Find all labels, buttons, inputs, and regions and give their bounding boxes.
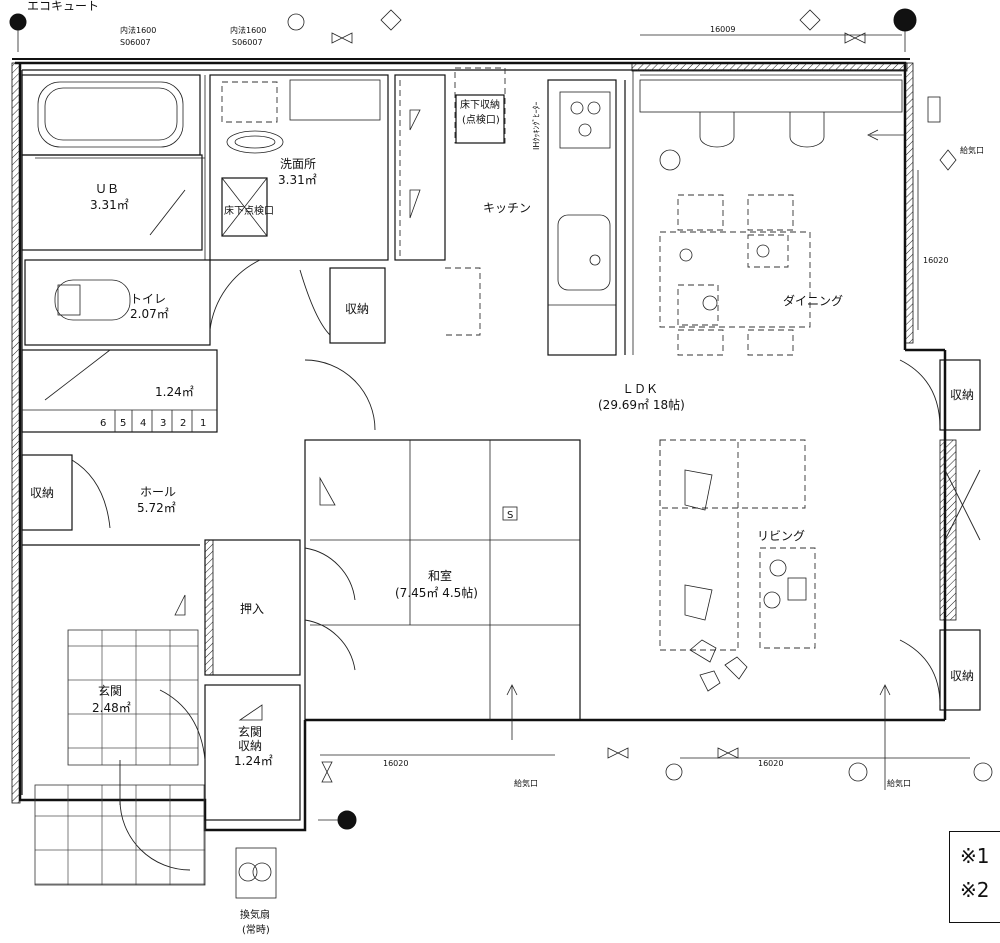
label-kankisen: 換気扇 xyxy=(240,908,270,921)
label-eco-cute: エコキュート xyxy=(27,0,99,13)
washitsu-room xyxy=(304,439,581,740)
label-yukashita-tenkenko: 床下点検口 xyxy=(224,204,274,217)
label-dim-bottom-right: 16020 xyxy=(758,759,783,768)
label-dim-top: 16009 xyxy=(710,25,735,34)
right-closets xyxy=(899,359,981,711)
label-naibo-2: 内法1600 xyxy=(230,25,266,35)
oshiire-closet xyxy=(204,539,301,676)
label-closet-upper: 収納 xyxy=(345,302,369,316)
living-furniture xyxy=(659,439,816,692)
note-2: ※2 xyxy=(960,878,990,902)
label-kyukiko-right: 給気口 xyxy=(960,145,984,155)
hall xyxy=(21,359,376,616)
label-naibo-1: 内法1600 xyxy=(120,25,156,35)
dimension-lines xyxy=(320,34,970,790)
label-senmenjo: 洗面所 xyxy=(280,157,316,171)
label-kankisen-jo: (常時) xyxy=(242,923,270,936)
label-hall-area: 5.72㎡ xyxy=(137,501,176,515)
notes-box: ※1 ※2 xyxy=(949,831,1000,923)
label-closet-right-1: 収納 xyxy=(950,388,974,402)
label-genkan-closet-2: 収納 xyxy=(238,739,262,753)
label-ldk-area: (29.69㎡ 18帖) xyxy=(598,397,685,412)
bathroom-ub xyxy=(21,74,206,260)
pantry xyxy=(394,74,446,261)
label-naibo-2-code: S06007 xyxy=(232,38,263,47)
label-oshiire: 押入 xyxy=(240,602,264,616)
outer-walls xyxy=(11,58,957,832)
stair-step-1: 1 xyxy=(200,418,206,429)
dining-table xyxy=(659,194,811,356)
label-stair-area: 1.24㎡ xyxy=(155,385,194,399)
label-washitsu: 和室 xyxy=(428,568,452,583)
label-s-mark: S xyxy=(507,510,513,521)
label-yukashita-shuno: 床下収納 xyxy=(460,98,500,111)
note-1: ※1 xyxy=(960,844,990,868)
label-hall: ホール xyxy=(140,485,176,499)
label-dim-right: 16020 xyxy=(923,256,948,265)
label-tenkenko: (点検口) xyxy=(462,113,500,126)
label-genkan-area: 2.48㎡ xyxy=(92,701,131,715)
label-washitsu-area: (7.45㎡ 4.5帖) xyxy=(395,585,478,600)
label-closet-right-2: 収納 xyxy=(950,669,974,683)
label-kyukiko-bottom-1: 給気口 xyxy=(514,778,538,788)
label-kyukiko-bottom-2: 給気口 xyxy=(887,778,911,788)
closet-upper xyxy=(299,267,386,344)
label-dining: ダイニング xyxy=(783,293,843,308)
label-ub: ＵＢ xyxy=(95,182,119,196)
stairs xyxy=(21,349,218,433)
label-genkan: 玄関 xyxy=(98,683,122,698)
stair-step-5: 5 xyxy=(120,418,126,429)
label-senmenjo-area: 3.31㎡ xyxy=(278,173,317,187)
label-closet-left: 収納 xyxy=(30,486,54,500)
label-genkan-closet-area: 1.24㎡ xyxy=(234,754,273,768)
label-dim-bottom-left: 16020 xyxy=(383,759,408,768)
label-ih-heater: IHｸｯｷﾝｸﾞﾋｰﾀｰ xyxy=(532,102,541,150)
label-ldk: ＬＤＫ xyxy=(622,382,658,396)
stair-step-6: 6 xyxy=(100,418,106,429)
stair-step-3: 3 xyxy=(160,418,166,429)
label-naibo-1-code: S06007 xyxy=(120,38,151,47)
toilet xyxy=(24,259,261,346)
label-kitchen: キッチン xyxy=(483,201,531,215)
kitchen-area xyxy=(445,67,903,356)
stair-step-2: 2 xyxy=(180,418,186,429)
label-toilet: トイレ xyxy=(130,292,166,306)
washroom xyxy=(209,74,389,261)
label-genkan-closet: 玄関 xyxy=(238,724,262,739)
label-ub-area: 3.31㎡ xyxy=(90,198,129,212)
outlet-marker xyxy=(9,13,27,31)
label-toilet-area: 2.07㎡ xyxy=(130,307,169,321)
genkan-closet xyxy=(159,684,301,821)
label-living: リビング xyxy=(757,529,805,543)
exterior-markers xyxy=(9,8,993,899)
genkan xyxy=(34,629,206,886)
room-labels: エコキュート 内法1600 S06007 内法1600 S06007 床下収納 … xyxy=(27,0,984,936)
wall-hatch xyxy=(904,62,914,344)
stair-step-4: 4 xyxy=(140,418,146,429)
